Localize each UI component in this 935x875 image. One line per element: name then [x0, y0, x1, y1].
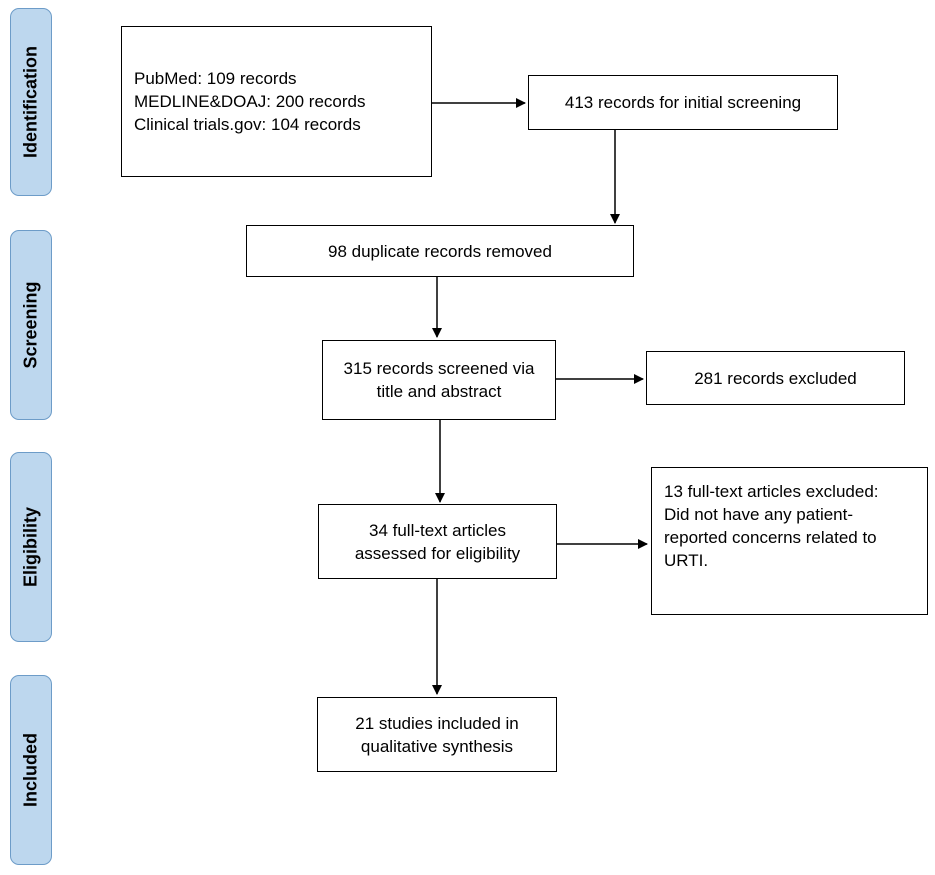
source-clinical-trials: Clinical trials.gov: 104 records — [134, 115, 361, 134]
phase-eligibility: Eligibility — [10, 452, 52, 642]
phase-screening: Screening — [10, 230, 52, 420]
fulltext-excluded-text: 13 full-text articles excluded: Did not … — [664, 482, 879, 570]
box-duplicates-removed: 98 duplicate records removed — [246, 225, 634, 277]
box-records-excluded: 281 records excluded — [646, 351, 905, 405]
box-studies-included: 21 studies included in qualitative synth… — [317, 697, 557, 772]
box-fulltext-excluded: 13 full-text articles excluded: Did not … — [651, 467, 928, 615]
fulltext-assessed-text: 34 full-text articles assessed for eligi… — [354, 520, 521, 563]
box-database-sources: PubMed: 109 records MEDLINE&DOAJ: 200 re… — [121, 26, 432, 177]
records-excluded-text: 281 records excluded — [694, 368, 857, 388]
initial-screening-text: 413 records for initial screening — [564, 93, 802, 112]
duplicates-removed-text: 98 duplicate records removed — [328, 241, 552, 261]
source-pubmed: PubMed: 109 records — [134, 69, 297, 88]
records-screened-text: 315 records screened via title and abstr… — [343, 359, 535, 401]
phase-included: Included — [10, 675, 52, 865]
box-fulltext-assessed: 34 full-text articles assessed for eligi… — [318, 504, 557, 579]
box-initial-screening: 413 records for initial screening — [528, 75, 838, 130]
studies-included-text: 21 studies included in qualitative synth… — [355, 713, 519, 756]
box-records-screened: 315 records screened via title and abstr… — [322, 340, 556, 420]
source-medline-doaj: MEDLINE&DOAJ: 200 records — [134, 92, 366, 111]
phase-identification: Identification — [10, 8, 52, 196]
